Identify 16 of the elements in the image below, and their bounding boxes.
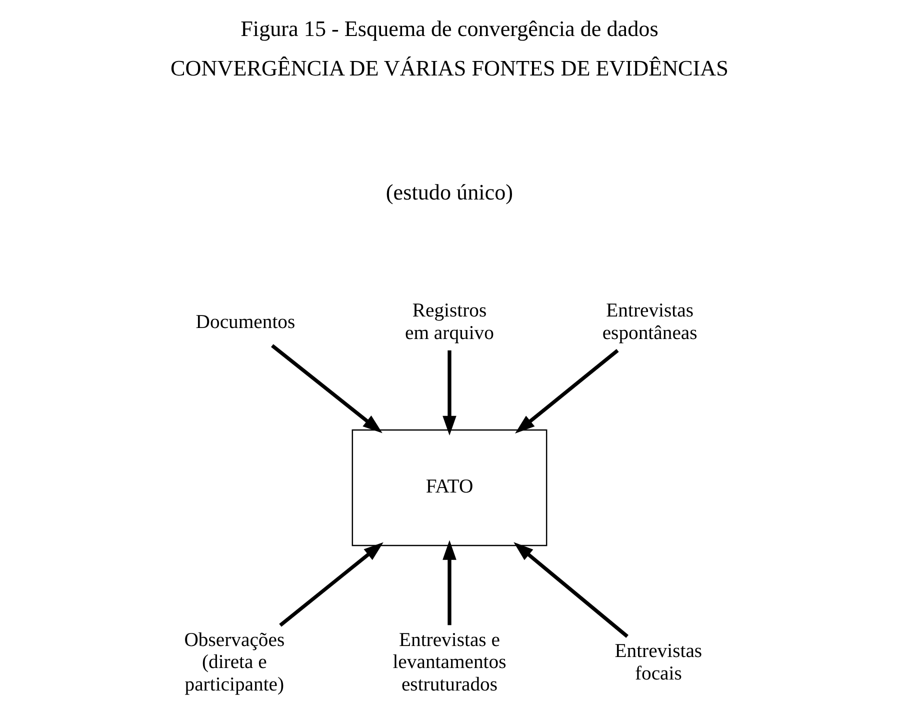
- arrow: [442, 540, 456, 626]
- arrow: [270, 344, 382, 434]
- node-text: Entrevistas focais: [614, 640, 702, 684]
- node-text: Registros em arquivo: [404, 300, 494, 344]
- node-text: Documentos: [195, 310, 295, 333]
- node-text: Entrevistas espontâneas: [602, 300, 697, 344]
- diagram-title: Figura 15 - Esquema de convergência de dados: [240, 16, 658, 41]
- label: (estudo único): [385, 179, 513, 204]
- node-text: Observações (direta e participante): [184, 629, 284, 696]
- node-box: FATO: [351, 429, 547, 546]
- arrow: [278, 542, 383, 627]
- arrow: [442, 350, 456, 436]
- arrow: [513, 542, 628, 638]
- node-text: Entrevistas e levantamentos estruturados: [392, 629, 506, 696]
- arrow: [514, 348, 618, 434]
- label: CONVERGÊNCIA DE VÁRIAS FONTES DE EVIDÊNCIAS: [170, 55, 728, 80]
